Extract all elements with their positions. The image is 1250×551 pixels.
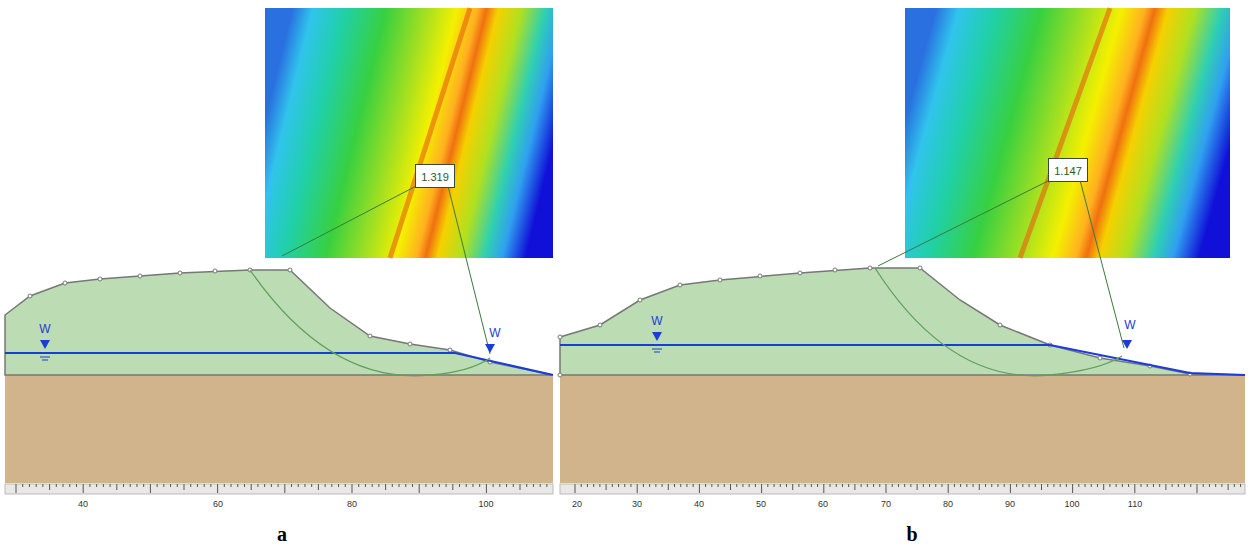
fos-label-box: 1.319 <box>415 164 455 188</box>
axis-ruler <box>560 484 1245 494</box>
axis-tick: 70 <box>881 499 891 509</box>
embankment <box>560 268 1245 375</box>
foundation-layer <box>5 375 553 483</box>
axis-tick: 110 <box>1128 499 1142 509</box>
embankment <box>5 270 553 375</box>
fos-contour <box>265 8 553 258</box>
axis-tick: 90 <box>1005 499 1015 509</box>
safety-factor: 1.147 <box>1054 165 1082 177</box>
water-label: W <box>39 322 50 336</box>
slip-circle <box>250 270 490 376</box>
panel-letter: b <box>906 523 917 546</box>
water-label: W <box>1124 318 1135 332</box>
water-marker <box>40 332 1132 353</box>
axis-tick: 80 <box>943 499 953 509</box>
axis-tick: 30 <box>632 499 642 509</box>
axis-tick: 20 <box>572 499 582 509</box>
water-table <box>5 353 553 375</box>
water-label: W <box>489 326 500 340</box>
water-table <box>560 345 1245 375</box>
axis-tick: 100 <box>1064 499 1079 509</box>
axis-tick: 40 <box>78 499 88 509</box>
slip-circle <box>875 268 1122 376</box>
axis-tick: 80 <box>347 499 357 509</box>
fos-label-box: 1.147 <box>1048 158 1088 182</box>
fos-contour <box>905 8 1230 258</box>
water-label: W <box>651 314 662 328</box>
axis-tick: 60 <box>818 499 828 509</box>
axis-tick: 100 <box>478 499 493 509</box>
axis-ruler <box>5 484 553 494</box>
safety-factor: 1.319 <box>421 171 449 183</box>
axis-tick: 60 <box>213 499 223 509</box>
axis-tick: 50 <box>756 499 766 509</box>
panel-letter: a <box>277 523 287 546</box>
axis-tick: 40 <box>694 499 704 509</box>
foundation-layer <box>560 375 1245 483</box>
